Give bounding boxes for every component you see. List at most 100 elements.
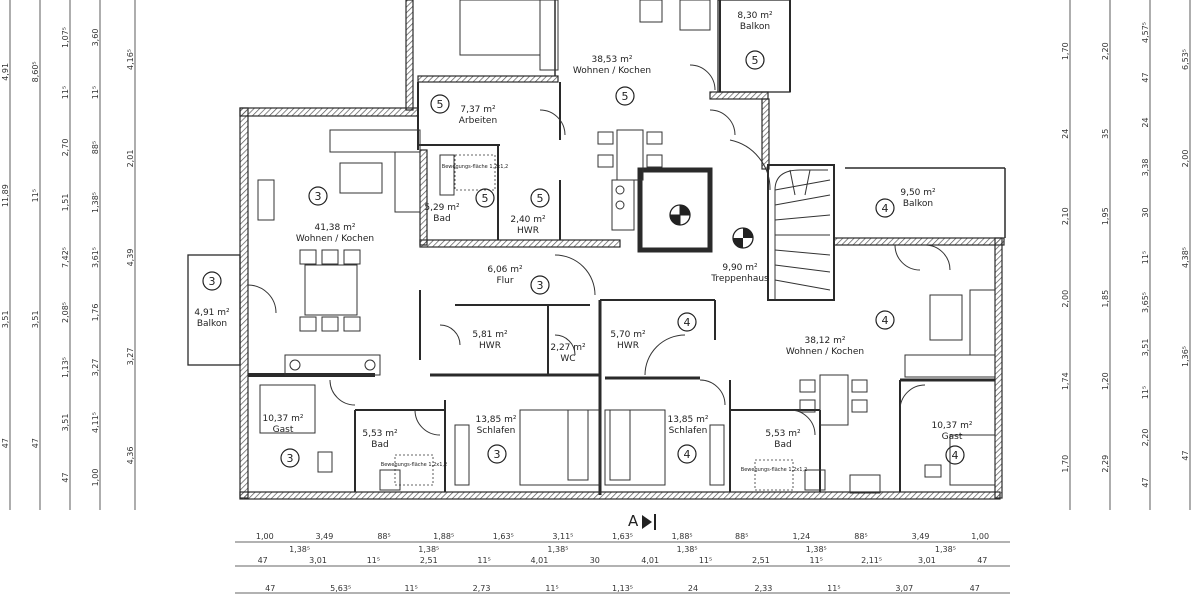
- unit-badge: [530, 188, 550, 208]
- unit-badge: [615, 86, 635, 106]
- unit-badge: [677, 312, 697, 332]
- dimension-label: 2,11⁵: [861, 556, 882, 565]
- room-area: 38,53 m²: [591, 55, 632, 65]
- unit-badge: [875, 198, 895, 218]
- dimension-label: 24: [1061, 129, 1070, 139]
- furniture: [257, 0, 996, 494]
- room-area: 41,38 m²: [314, 223, 355, 233]
- room-name: Balkon: [903, 199, 933, 209]
- dimension-label: 35: [1101, 129, 1110, 139]
- dimension-label: 88⁵: [91, 141, 100, 154]
- dimension-label: 11⁵: [1141, 386, 1150, 399]
- dimension-label: 1,74: [1061, 372, 1070, 390]
- room-name: Schlafen: [477, 426, 516, 436]
- unit-badge-number: 5: [537, 192, 544, 205]
- dimension-label: 3,65⁵: [1141, 292, 1150, 313]
- dimension-label: 1,38⁵: [935, 545, 956, 554]
- unit-badge-number: 3: [537, 279, 544, 292]
- unit-badge: [475, 188, 495, 208]
- unit-badge: [430, 94, 450, 114]
- dimension-label: 11⁵: [31, 189, 40, 202]
- dimension-label: 1,88⁵: [672, 532, 693, 541]
- dimension-label: 88⁵: [735, 532, 748, 541]
- unit-badge-number: 4: [882, 202, 889, 215]
- dimension-label: 1,00: [971, 532, 989, 541]
- unit-badge-number: 4: [882, 314, 889, 327]
- room-area: 6,06 m²: [487, 265, 523, 275]
- dimension-label: 4,91: [1, 63, 10, 81]
- dimension-label: 2,33: [755, 584, 773, 593]
- room-area: 4,91 m²: [194, 308, 230, 318]
- dimension-label: 3,11⁵: [552, 532, 573, 541]
- room-area: 5,81 m²: [472, 330, 508, 340]
- room-name: Wohnen / Kochen: [296, 234, 374, 244]
- room-name: HWR: [617, 341, 639, 351]
- room-name: Gast: [942, 432, 963, 442]
- unit-badge: [677, 444, 697, 464]
- shower-note: Bewegungs-fläche 1,2x1,2: [741, 467, 807, 473]
- room-area: 5,53 m²: [362, 429, 398, 439]
- dimension-label: 3,61⁵: [91, 247, 100, 268]
- maneuver-areas: [394, 154, 794, 491]
- dimension-label: 1,63⁵: [612, 532, 633, 541]
- dimension-label: 11⁵: [699, 556, 712, 565]
- dimension-label: 11⁵: [404, 584, 417, 593]
- dimension-label: 47: [1141, 477, 1150, 487]
- room-name: Arbeiten: [459, 116, 497, 126]
- room-label: Schlafen: [481, 0, 520, 3]
- dimension-label: 3,38: [1141, 159, 1150, 177]
- unit-badge-number: 3: [494, 448, 501, 461]
- dimension-label: 1,70: [1061, 42, 1070, 60]
- dimension-label: 1,36⁵: [1181, 346, 1190, 367]
- dimension-label: 3,51: [1141, 339, 1150, 357]
- shower-note: Bewegungs-fläche 1,2x1,2: [442, 164, 508, 170]
- dimension-label: 2,73: [473, 584, 491, 593]
- room-name: Balkon: [197, 319, 227, 329]
- room-area: 8,30 m²: [737, 11, 773, 21]
- dimension-label: 3,51: [1, 310, 10, 328]
- room-area: 9,50 m²: [900, 188, 936, 198]
- dimension-label: 2,10: [1061, 207, 1070, 225]
- dimension-label: 4,11⁵: [91, 412, 100, 433]
- dimension-label: 47: [970, 584, 980, 593]
- unit-badge-number: 3: [209, 275, 216, 288]
- dimension-label: 11⁵: [827, 584, 840, 593]
- dimension-label: 1,51: [61, 194, 70, 212]
- dimension-label: 47: [1, 438, 10, 448]
- dimension-label: 11⁵: [477, 556, 490, 565]
- room-area: 10,37 m²: [262, 414, 303, 424]
- dimension-label: 2,01: [126, 150, 135, 168]
- dimension-label: 1,00: [91, 469, 100, 487]
- room-name: Flur: [496, 276, 513, 286]
- room-name: Bad: [433, 214, 450, 224]
- dimension-label: 11⁵: [91, 86, 100, 99]
- dimension-label: 1,38⁵: [677, 545, 698, 554]
- room-name: Schlafen: [481, 0, 520, 3]
- room-name: Treppenhaus: [710, 274, 769, 284]
- dimension-label: 3,60: [91, 29, 100, 47]
- shaft-symbols: [669, 204, 754, 249]
- dimension-label: 4,36: [126, 447, 135, 465]
- dimension-label: 2,20: [1101, 42, 1110, 60]
- dimension-label: 24: [688, 584, 698, 593]
- dimension-label: 24: [1141, 117, 1150, 127]
- dimension-label: 1,38⁵: [91, 192, 100, 213]
- dimension-label: 3,51: [31, 310, 40, 328]
- dimension-label: 4,01: [641, 556, 659, 565]
- dimension-label: 1,07⁵: [61, 27, 70, 48]
- dimension-label: 11⁵: [810, 556, 823, 565]
- unit-badge-number: 5: [482, 192, 489, 205]
- unit-badge: [308, 186, 328, 206]
- dimension-label: 30: [590, 556, 600, 565]
- unit-badge: [487, 444, 507, 464]
- unit-badge-number: 5: [622, 90, 629, 103]
